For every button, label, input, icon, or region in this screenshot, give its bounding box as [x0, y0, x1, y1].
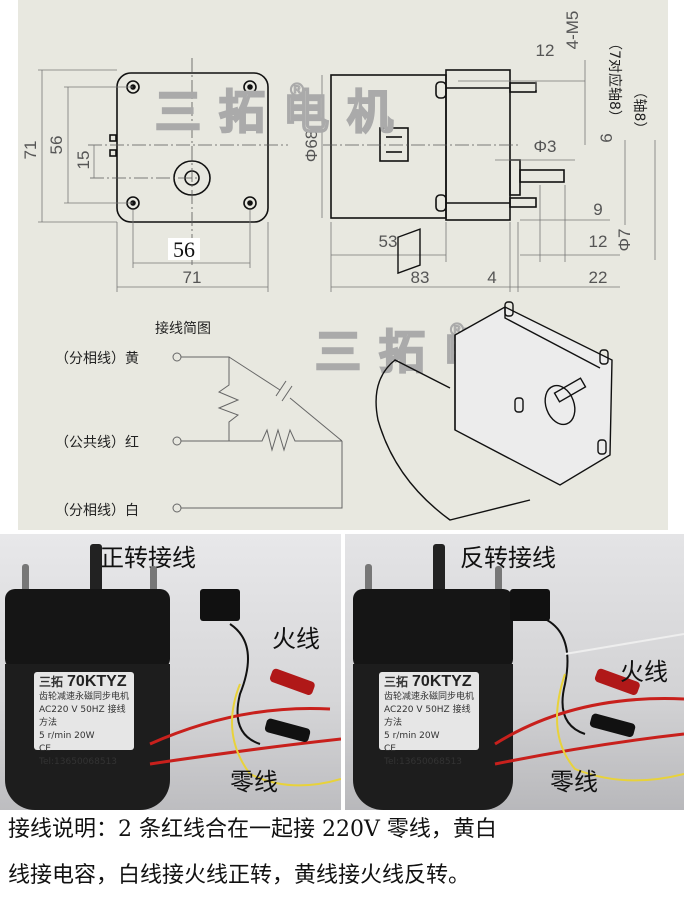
plate-tel: Tel:13650068513 — [39, 757, 118, 767]
plate-brand: 三拓 — [384, 675, 409, 689]
technical-drawing: 71 56 15 56 71 Φ68 53 83 4 22 12 4-M5 Φ3… — [18, 0, 668, 530]
plate-method: 接线方法 — [39, 705, 126, 728]
dim-shaft-ext-12: 12 — [589, 232, 608, 251]
dim-front-width-56: 56 — [173, 237, 195, 262]
dim-front-width-71: 71 — [183, 268, 202, 287]
winding-a — [181, 356, 240, 441]
note-shaft-8: （轴8） — [631, 85, 647, 136]
dim-front-holes-56: 56 — [47, 136, 66, 155]
wiring-title: 接线简图 — [155, 320, 211, 337]
live-wire-label: 火线 — [272, 625, 320, 653]
front-dim-lines — [38, 69, 269, 292]
dim-stud-length-12: 12 — [536, 41, 555, 60]
dim-flat-length-9: 9 — [593, 200, 602, 219]
neutral-wire-label: 零线 — [550, 768, 598, 796]
winding-b — [181, 428, 342, 452]
side-dim-lines — [321, 60, 656, 292]
terminal-red-label: （公共线）红 — [55, 435, 139, 451]
mount-stud — [22, 564, 29, 604]
dim-shaft-diameter: Φ7 — [615, 228, 634, 251]
explanation-line-1: 接线说明：2 条红线合在一起接 220V 零线，黄白 — [8, 817, 497, 842]
neutral-wire-label: 零线 — [230, 768, 278, 796]
plate-brand: 三拓 — [39, 675, 64, 689]
capacitor-plate — [275, 380, 287, 397]
watermark-brand-top: 三拓电机 — [155, 85, 411, 139]
plate-type: 齿轮减速永磁同步电机 — [39, 692, 130, 702]
photo-title: 正转接线 — [100, 544, 196, 572]
plate-spec-voltage: AC220 V 50HZ — [39, 705, 105, 715]
wires — [149, 623, 341, 787]
drawing-canvas: 71 56 15 56 71 Φ68 53 83 4 22 12 4-M5 Φ3… — [18, 0, 668, 530]
capacitor — [200, 589, 240, 621]
mount-stud — [495, 566, 502, 606]
wiring-schematic — [172, 352, 343, 513]
label-bg — [168, 238, 200, 260]
dim-total-length-83: 83 — [411, 268, 430, 287]
dim-gap-4: 4 — [487, 268, 496, 287]
plate-spec-speed: 5 r/min 20W — [39, 731, 95, 741]
watermark-registered-top: ® — [288, 80, 306, 101]
plate-spec-speed: 5 r/min 20W — [384, 731, 440, 741]
plate-type: 齿轮减速永磁同步电机 — [384, 692, 475, 702]
plate-cert: CE — [384, 744, 396, 754]
note-7-to-shaft-8: （7对应轴8） — [606, 36, 623, 124]
dim-body-diameter: Φ68 — [302, 130, 321, 162]
mount-stud — [365, 564, 372, 604]
photo-title: 反转接线 — [460, 544, 556, 572]
dim-thread-4-m5: 4-M5 — [563, 11, 582, 50]
dim-flat-depth-6: 6 — [597, 133, 616, 142]
wiring-explanation: 接线说明：2 条红线合在一起接 220V 零线，黄白 线接电容，白线接火线正转，… — [0, 810, 684, 900]
front-centerlines — [88, 58, 288, 265]
terminal-white-label: （分相线）白 — [55, 503, 139, 519]
output-shaft — [433, 544, 445, 594]
explanation-line-2: 线接电容，白线接火线正转，黄线接火线反转。 — [8, 863, 471, 888]
gearbox — [353, 589, 513, 669]
plate-model: 70KTYZ — [67, 673, 127, 690]
gearbox — [5, 589, 170, 669]
plate-spec-voltage: AC220 V 50HZ — [384, 705, 450, 715]
dim-shaft-length-22: 22 — [589, 268, 608, 287]
capacitor — [510, 589, 550, 621]
terminal-yellow-label: （分相线）黄 — [55, 350, 139, 367]
plate-cert: CE — [39, 744, 51, 754]
plate-model: 70KTYZ — [412, 673, 472, 690]
live-wire-label: 火线 — [620, 658, 668, 686]
dim-body-length-53: 53 — [379, 232, 398, 251]
dim-front-height-71: 71 — [21, 141, 40, 160]
output-shaft — [90, 544, 102, 594]
plate-method: 接线方法 — [384, 705, 471, 728]
wires — [494, 618, 684, 782]
dim-shaft-flat-diameter: Φ3 — [533, 137, 556, 156]
isometric-motor-view — [375, 228, 613, 521]
capacitor-plate — [281, 385, 293, 402]
mount-stud — [150, 566, 157, 606]
plate-tel: Tel:13650068513 — [384, 757, 463, 767]
dim-shaft-offset-15: 15 — [74, 151, 93, 170]
